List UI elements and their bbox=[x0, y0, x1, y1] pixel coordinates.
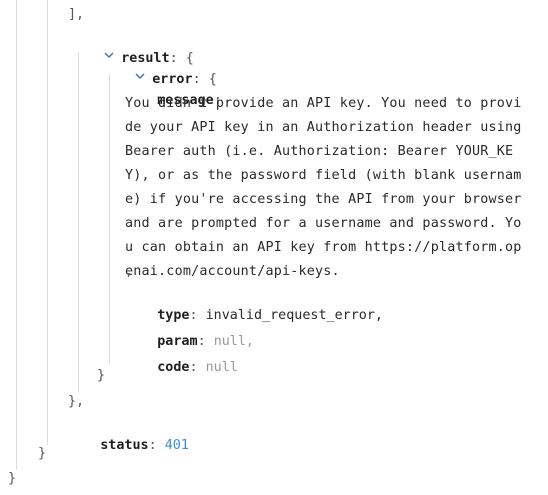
param-value: null, bbox=[213, 334, 254, 349]
indent-guide bbox=[109, 74, 110, 364]
result-node[interactable]: result: { bbox=[72, 32, 194, 86]
indent-guide bbox=[78, 52, 79, 392]
chevron-down-icon[interactable] bbox=[104, 50, 114, 60]
type-row: type: invalid_request_error, bbox=[125, 289, 383, 343]
message-trailing-comma: , bbox=[125, 264, 134, 279]
result-close-brace: }, bbox=[68, 394, 85, 409]
code-value: null bbox=[205, 360, 238, 375]
status-key: status bbox=[100, 438, 149, 453]
result-key: result bbox=[121, 51, 170, 66]
indent-guide bbox=[16, 0, 17, 470]
message-colon: : bbox=[213, 93, 222, 108]
error-node[interactable]: error: { bbox=[103, 53, 217, 107]
message-text-line: u can obtain an API key from https://pla… bbox=[125, 240, 522, 255]
code-colon: : bbox=[189, 360, 198, 375]
message-text-line: Y), or as the password field (with blank… bbox=[125, 168, 522, 183]
param-key: param bbox=[157, 334, 198, 349]
param-row: param: null, bbox=[125, 315, 254, 369]
status-row: status: 401 bbox=[68, 419, 189, 473]
inner-close-brace: } bbox=[38, 446, 47, 461]
error-key: error bbox=[152, 72, 193, 87]
type-value: invalid_request_error, bbox=[205, 308, 383, 323]
message-text-line: de your API key in an Authorization head… bbox=[125, 120, 522, 135]
indent-guide bbox=[47, 0, 48, 445]
result-colon: : bbox=[169, 51, 178, 66]
param-colon: : bbox=[197, 334, 206, 349]
message-text-line: and are prompted for a username and pass… bbox=[125, 216, 522, 231]
message-text-line: e) if you're accessing the API from your… bbox=[125, 192, 522, 207]
status-colon: : bbox=[148, 438, 157, 453]
array-close-bracket: ], bbox=[68, 7, 85, 22]
code-row: code: null bbox=[125, 341, 238, 395]
message-key-row: message: bbox=[125, 74, 222, 128]
message-text-line: enai.com/account/api-keys. bbox=[125, 264, 340, 279]
chevron-down-icon[interactable] bbox=[135, 71, 145, 81]
type-colon: : bbox=[189, 308, 198, 323]
type-key: type bbox=[157, 308, 190, 323]
result-open-brace: { bbox=[185, 51, 194, 66]
code-key: code bbox=[157, 360, 190, 375]
outer-close-brace: } bbox=[8, 471, 17, 486]
message-text-line: You didn't provide an API key. You need … bbox=[125, 96, 522, 111]
error-open-brace: { bbox=[208, 72, 217, 87]
status-value: 401 bbox=[164, 438, 189, 453]
error-close-brace: } bbox=[97, 368, 106, 383]
error-colon: : bbox=[192, 72, 201, 87]
message-key: message bbox=[157, 93, 214, 108]
message-text-line: Bearer auth (i.e. Authorization: Bearer … bbox=[125, 144, 514, 159]
